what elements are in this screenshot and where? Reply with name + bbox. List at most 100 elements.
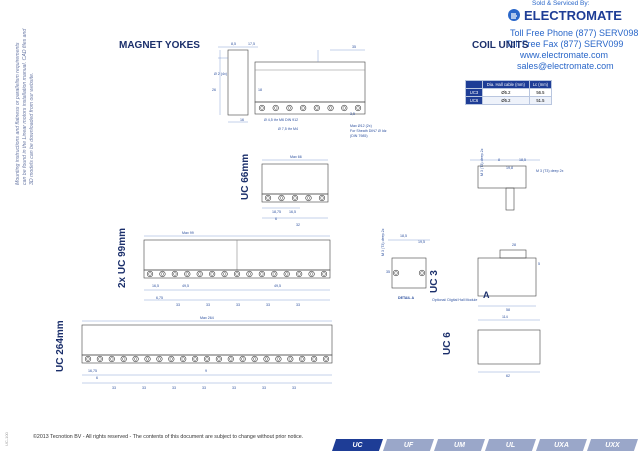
dim-label: 6,75 bbox=[156, 296, 163, 300]
dim-label: 32 bbox=[296, 223, 300, 227]
mounting-hole-icon bbox=[299, 355, 306, 363]
email-link[interactable]: sales@electromate.com bbox=[517, 61, 614, 71]
dim-label: 3,5 bbox=[350, 112, 355, 116]
mounting-hole-icon bbox=[271, 270, 278, 278]
dim-label: 18,75 bbox=[272, 210, 281, 214]
mounting-hole-icon bbox=[239, 355, 246, 363]
mounting-hole-icon bbox=[296, 270, 303, 278]
mounting-hole-icon bbox=[84, 355, 92, 363]
tab-ul[interactable]: UL bbox=[485, 439, 536, 451]
callout-line: (DIN 7985) bbox=[350, 134, 368, 138]
dim-label: M 3 (T3) deep 2x bbox=[381, 228, 385, 256]
mounting-hole-icon bbox=[108, 355, 115, 363]
dim-max66: Max 66 bbox=[290, 155, 302, 159]
detail-a-label: DETAIL A bbox=[398, 296, 415, 300]
mounting-hole-icon bbox=[159, 270, 166, 278]
mounting-hole-icon bbox=[318, 194, 326, 202]
dim-label: 62 bbox=[506, 374, 510, 378]
dim-label: 6 bbox=[96, 376, 98, 380]
tab-uxx[interactable]: UXX bbox=[587, 439, 638, 451]
mounting-hole-icon bbox=[120, 355, 127, 363]
tab-uxa[interactable]: UXA bbox=[536, 439, 587, 451]
mounting-hole-icon bbox=[291, 194, 299, 202]
company-name: ELECTROMATE bbox=[524, 8, 622, 23]
dim-label: 33 bbox=[112, 386, 116, 390]
mounting-hole-icon bbox=[221, 270, 228, 278]
copyright-text: ©2013 Tecnotion BV - All rights reserved… bbox=[33, 434, 304, 440]
tab-uc[interactable]: UC bbox=[332, 439, 383, 451]
dim-label: 6 bbox=[275, 217, 277, 221]
dim-label: 18 bbox=[258, 88, 262, 92]
dim-label: M 3 (T3) deep 2x bbox=[536, 169, 564, 173]
mounting-hole-icon bbox=[354, 104, 362, 112]
mounting-hole-icon bbox=[233, 270, 241, 278]
magnet-yokes-heading: MAGNET YOKES bbox=[119, 40, 200, 51]
mounting-hole-icon bbox=[180, 355, 187, 363]
dim-label: 28 bbox=[512, 243, 516, 247]
mounting-hole-icon bbox=[287, 355, 294, 363]
table-cell: 51.5 bbox=[528, 96, 553, 105]
dim-label: 16 bbox=[240, 118, 244, 122]
dim-label: Ø 2 (4x) bbox=[214, 72, 227, 76]
dim-label: 33 bbox=[172, 386, 176, 390]
phone-number: Toll Free Phone (877) SERV098 bbox=[510, 28, 638, 38]
coil-units-heading: COIL UNITS bbox=[472, 40, 529, 51]
dim-holes-m3: Ø 4,5 thr M6 DIN 912 bbox=[264, 118, 299, 122]
mounting-hole-icon bbox=[192, 355, 199, 363]
dim-label: 5 bbox=[538, 262, 540, 266]
mounting-hole-icon bbox=[144, 355, 151, 363]
mounting-holes bbox=[84, 104, 426, 363]
uc264-body bbox=[81, 324, 333, 356]
mounting-hole-icon bbox=[286, 104, 293, 112]
branding-block: Sold & Serviced By: ELECTROMATE Toll Fre… bbox=[470, 0, 638, 85]
mounting-hole-icon bbox=[275, 355, 282, 363]
tab-uf[interactable]: UF bbox=[383, 439, 434, 451]
mounting-hole-icon bbox=[305, 194, 312, 202]
dim-label: 33 bbox=[296, 303, 300, 307]
dim-label: 9 bbox=[205, 369, 207, 373]
dim-label: 33 bbox=[236, 303, 240, 307]
mounting-hole-icon bbox=[322, 355, 330, 363]
dim-max264: Max 264 bbox=[200, 316, 214, 320]
yoke-top-view bbox=[227, 49, 249, 116]
dim-label: 17,5 bbox=[248, 42, 255, 46]
dim-label: 33 bbox=[232, 386, 236, 390]
uc66-body bbox=[261, 163, 329, 195]
cable-table: Dia. Hall cable (mm) Lc (mm) UC3 Ø5.2 56… bbox=[465, 80, 553, 105]
dim-label: 26 bbox=[212, 88, 216, 92]
mounting-hole-icon bbox=[258, 270, 265, 278]
website-link[interactable]: www.electromate.com bbox=[520, 50, 609, 60]
detail-a-view bbox=[391, 257, 427, 289]
doc-id: UC-100 bbox=[4, 432, 9, 446]
series-tabbar: UC UF UM UL UXA UXX bbox=[332, 439, 638, 451]
dim-label: 8 bbox=[498, 158, 500, 162]
mounting-hole-icon bbox=[209, 270, 216, 278]
mounting-hole-icon bbox=[308, 270, 315, 278]
mounting-hole-icon bbox=[171, 270, 178, 278]
mounting-hole-icon bbox=[96, 355, 103, 363]
fax-number: Toll Free Fax (877) SERV099 bbox=[506, 39, 624, 49]
dim-label: 18,5 bbox=[400, 234, 407, 238]
mounting-hole-icon bbox=[327, 104, 334, 112]
mounting-hole-icon bbox=[418, 269, 426, 277]
callout-line: Max Ø12 (2x) bbox=[350, 124, 372, 128]
dim-label: 49,5 bbox=[182, 284, 189, 288]
uc6-body bbox=[477, 329, 541, 365]
dim-label: 16,75 bbox=[88, 369, 97, 373]
yoke-side-view bbox=[254, 61, 366, 103]
mounting-hole-icon bbox=[313, 104, 320, 112]
dim-label: 49,5 bbox=[274, 284, 281, 288]
dim-label: 33 bbox=[292, 386, 296, 390]
dim-holes-m4: Ø 7,5 thr M4 bbox=[278, 127, 298, 131]
mounting-hole-icon bbox=[311, 355, 318, 363]
dim-label: 19,8 bbox=[506, 166, 513, 170]
mounting-hole-icon bbox=[278, 194, 285, 202]
mounting-hole-icon bbox=[196, 270, 203, 278]
mounting-hole-icon bbox=[184, 270, 191, 278]
mounting-hole-icon bbox=[156, 355, 163, 363]
mounting-hole-icon bbox=[341, 104, 348, 112]
mounting-hole-icon bbox=[320, 270, 328, 278]
mounting-hole-icon bbox=[203, 355, 211, 363]
dim-label: 33 bbox=[176, 303, 180, 307]
tab-um[interactable]: UM bbox=[434, 439, 485, 451]
